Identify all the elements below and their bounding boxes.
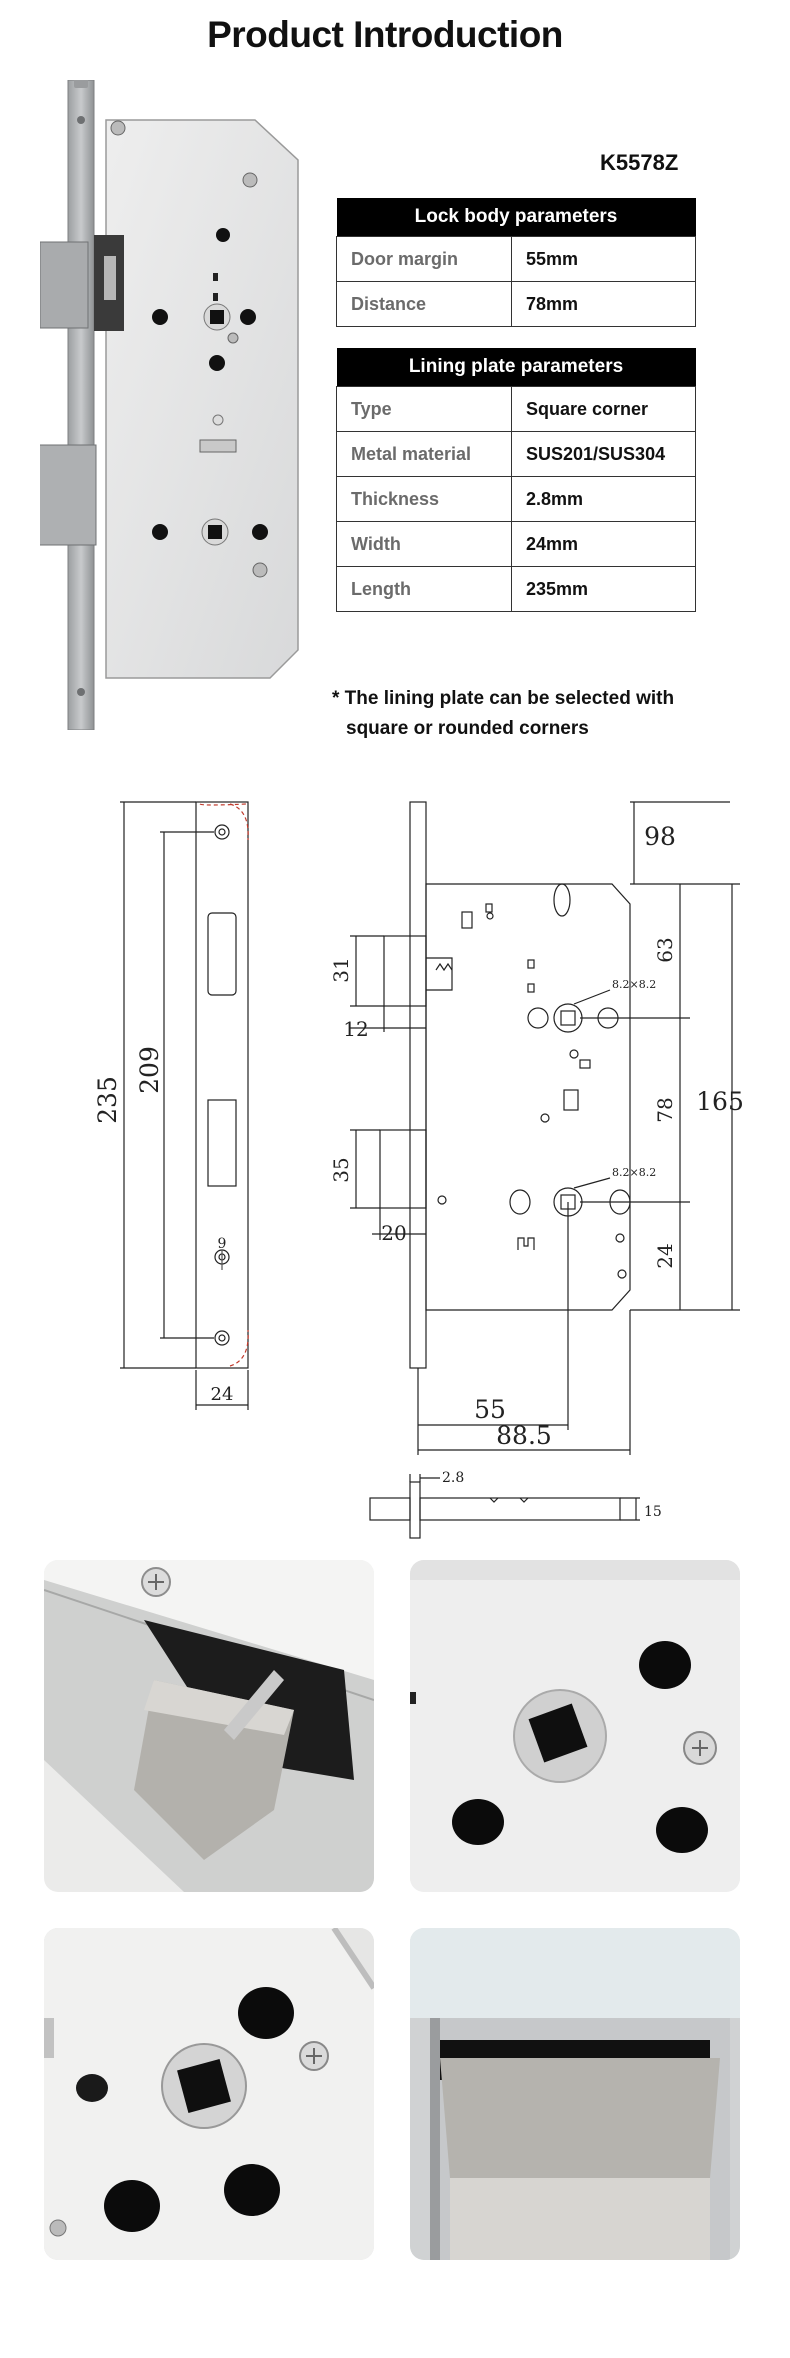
table-row: Thickness 2.8mm — [336, 476, 696, 522]
detail-photo-bolt — [410, 1928, 740, 2260]
dim-88-5: 88.5 — [496, 1421, 552, 1450]
dim-24-body: 24 — [653, 1243, 677, 1268]
dim-24-plate: 24 — [211, 1384, 234, 1405]
dim-98: 98 — [644, 822, 676, 851]
lock-body-table: Lock body parameters Door margin 55mm Di… — [336, 198, 696, 327]
lock-body-drawing — [350, 801, 740, 1455]
dim-spindle-upper: 8.2×8.2 — [612, 978, 656, 991]
dim-spindle-lower: 8.2×8.2 — [612, 1166, 656, 1179]
detail-photo-latch — [44, 1560, 374, 1892]
lock-body-header: Lock body parameters — [336, 198, 696, 237]
side-view-drawing — [369, 1474, 640, 1539]
param-value: Square corner — [511, 386, 696, 432]
product-image — [37, 74, 310, 731]
param-key: Metal material — [336, 431, 512, 477]
model-number: K5578Z — [600, 150, 679, 175]
param-key: Door margin — [336, 236, 512, 282]
lining-plate-table: Lining plate parameters Type Square corn… — [336, 348, 696, 612]
dim-12: 12 — [343, 1017, 368, 1041]
dim-165: 165 — [696, 1087, 744, 1116]
lining-plate-drawing — [120, 801, 249, 1410]
lining-plate-note: * The lining plate can be selected with … — [332, 684, 674, 744]
param-value: 235mm — [511, 566, 696, 612]
dim-35: 35 — [329, 1157, 353, 1182]
param-key: Thickness — [336, 476, 512, 522]
table-row: Length 235mm — [336, 566, 696, 612]
technical-drawing: 235 209 24 9 — [0, 770, 790, 1540]
param-value: 2.8mm — [511, 476, 696, 522]
param-value: SUS201/SUS304 — [511, 431, 696, 477]
dim-235: 235 — [93, 1076, 122, 1124]
note-line-1: * The lining plate can be selected with — [332, 688, 675, 709]
dim-209: 209 — [135, 1046, 164, 1094]
param-value: 55mm — [511, 236, 696, 282]
table-row: Width 24mm — [336, 521, 696, 567]
dim-9: 9 — [218, 1236, 227, 1252]
table-row: Metal material SUS201/SUS304 — [336, 431, 696, 477]
dim-55: 55 — [474, 1395, 506, 1424]
param-value: 78mm — [511, 281, 696, 327]
param-key: Distance — [336, 281, 512, 327]
lining-plate-header: Lining plate parameters — [336, 348, 696, 387]
table-row: Distance 78mm — [336, 281, 696, 327]
table-row: Type Square corner — [336, 386, 696, 432]
param-key: Width — [336, 521, 512, 567]
detail-photo-thumbturn — [44, 1928, 374, 2260]
param-value: 24mm — [511, 521, 696, 567]
param-key: Type — [336, 386, 512, 432]
detail-photo-spindle — [410, 1560, 740, 1892]
dim-15: 15 — [644, 1504, 662, 1520]
dim-78: 78 — [653, 1097, 677, 1122]
dim-63: 63 — [653, 937, 677, 962]
page-title: Product Introduction — [207, 14, 563, 55]
dim-31: 31 — [329, 957, 353, 982]
dim-2-8: 2.8 — [442, 1470, 464, 1486]
dim-20: 20 — [381, 1221, 406, 1245]
table-row: Door margin 55mm — [336, 236, 696, 282]
param-key: Length — [336, 566, 512, 612]
note-line-2: square or rounded corners — [346, 718, 589, 739]
